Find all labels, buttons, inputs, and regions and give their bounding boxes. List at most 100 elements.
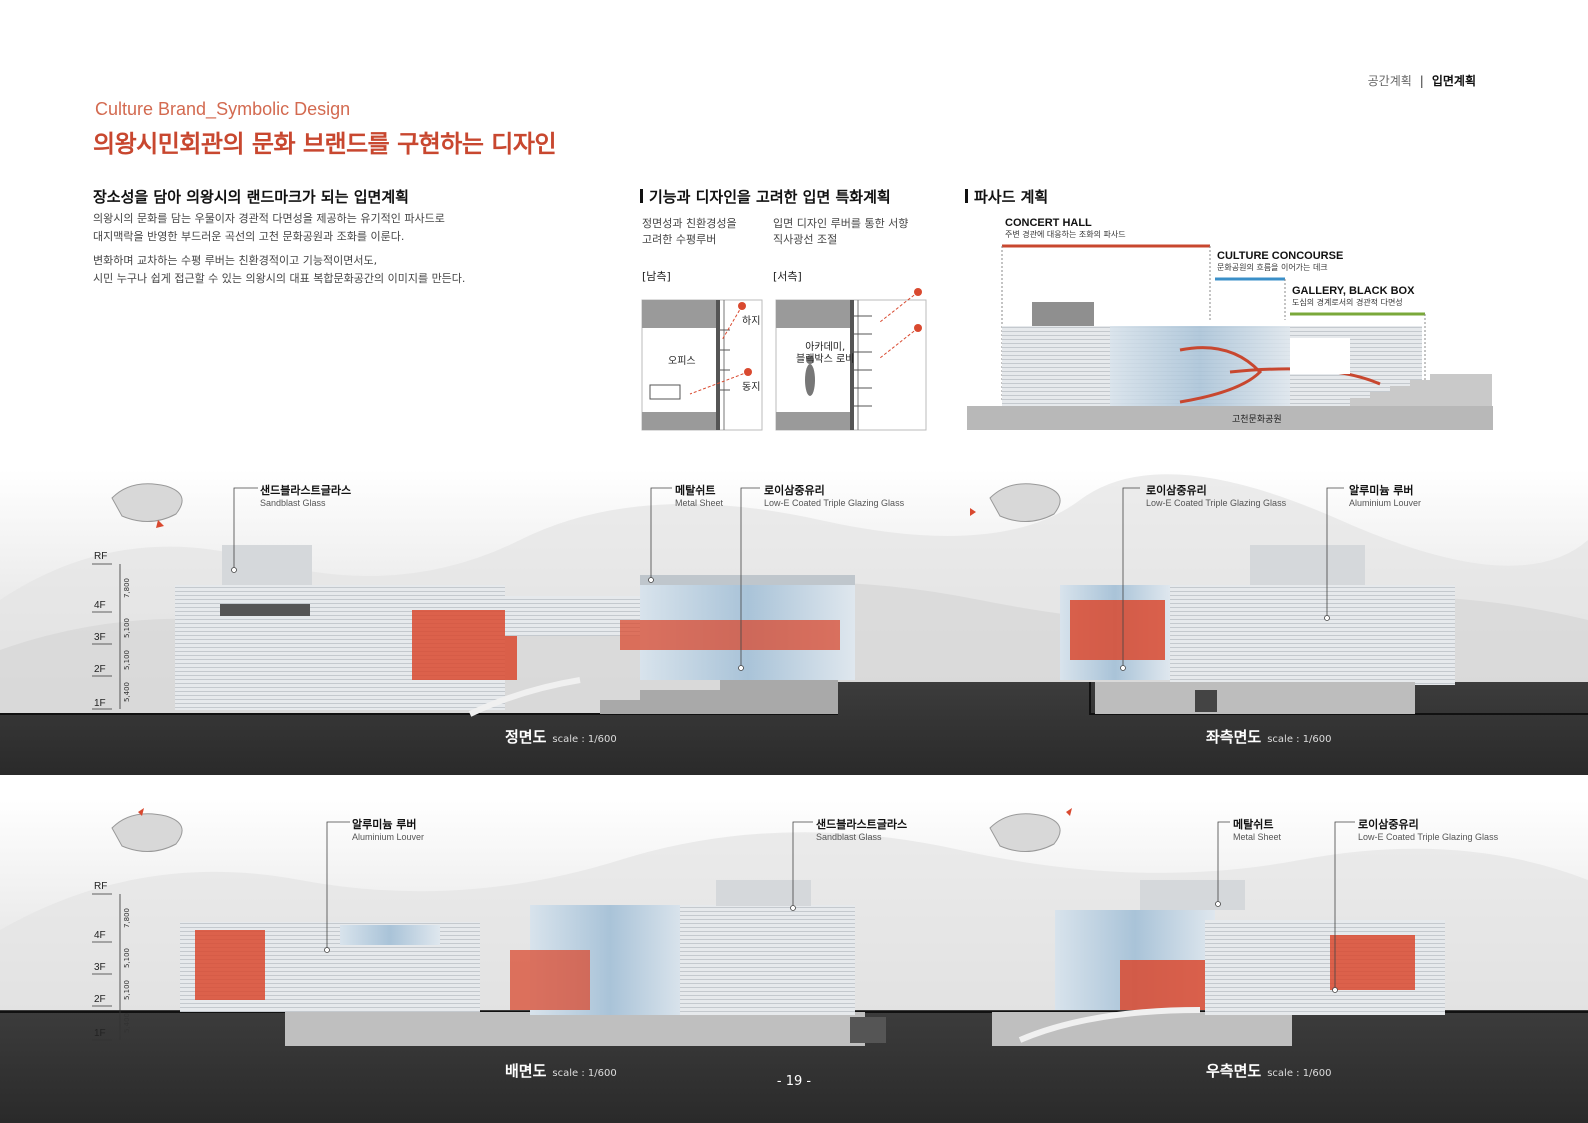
annotation-en: Low-E Coated Triple Glazing Glass (764, 498, 905, 508)
lower-elevation-band (0, 800, 1588, 1123)
function-col2-line: 입면 디자인 루버를 통한 서향 (773, 217, 909, 230)
academy-lobby-line: 블랙박스 로비 (796, 354, 855, 365)
floor-dimension: 5,100 (123, 618, 131, 639)
page-number: - 19 - (776, 1074, 812, 1089)
heading-bar (640, 189, 643, 203)
floor-label-2f: 2F (94, 994, 106, 1005)
breadcrumb: 공간계획 | 입면계획 (1368, 72, 1476, 89)
elevation-scale: scale : 1/600 (1267, 1068, 1332, 1079)
annotation-aluminium-louver: 알루미늄 루버 Aluminium Louver (1349, 482, 1421, 508)
breadcrumb-current: 입면계획 (1431, 74, 1476, 88)
annotation-ko: 알루미늄 루버 (352, 818, 417, 831)
office-label: 오피스 (668, 356, 696, 367)
intro-line: 의왕시의 문화를 담는 우물이자 경관적 다면성을 제공하는 유기적인 파사드로 (93, 212, 445, 225)
intro-line: 시민 누구나 쉽게 접근할 수 있는 의왕시의 대표 복합문화공간의 이미지를 … (93, 272, 466, 285)
facade-heading-text: 파사드 계획 (974, 188, 1049, 206)
function-col1: 정면성과 친환경성을 고려한 수평루버 (642, 216, 737, 248)
key-plan-icons (111, 483, 1061, 852)
floor-label-4f: 4F (94, 600, 106, 611)
annotation-ko: 샌드블라스트글라스 (816, 818, 908, 831)
floor-label-rf: RF (94, 881, 108, 892)
callout-title: GALLERY, BLACK BOX (1292, 285, 1415, 297)
annotation-triple-glazing: 로이삼중유리 Low-E Coated Triple Glazing Glass (1146, 482, 1286, 508)
upper-elevation-band (0, 470, 1588, 775)
floor-label-rf: RF (94, 551, 108, 562)
west-label: [서측] (773, 270, 802, 283)
facade-heading: 파사드 계획 (965, 186, 1048, 207)
page-subtitle: Culture Brand_Symbolic Design (95, 99, 351, 119)
function-heading: 기능과 디자인을 고려한 입면 특화계획 (640, 186, 891, 207)
west-louver-diagram (775, 288, 927, 431)
elevation-title-left: 좌측면도 scale : 1/600 (1206, 726, 1332, 747)
floor-dimension: 5,100 (123, 650, 131, 671)
annotation-ko: 메탈쉬트 (1233, 818, 1274, 831)
floor-label-1f: 1F (94, 698, 106, 709)
intro-text: 의왕시의 문화를 담는 우물이자 경관적 다면성을 제공하는 유기적인 파사드로… (93, 210, 465, 288)
annotation-triple-glazing: 로이삼중유리 Low-E Coated Triple Glazing Glass (764, 482, 904, 508)
elevation-name: 우측면도 (1206, 1062, 1262, 1080)
function-col2-line: 직사광선 조절 (773, 233, 838, 246)
annotation-sandblast-glass: 샌드블라스트글라스 Sandblast Glass (260, 482, 351, 508)
winter-solstice-label: 동지 (742, 382, 761, 393)
elevation-title-rear: 배면도 scale : 1/600 (505, 1060, 617, 1081)
callout-gallery-black-box: GALLERY, BLACK BOX 도심의 경계로서의 경관적 다면성 (1292, 285, 1414, 308)
floor-label-3f: 3F (94, 962, 106, 973)
annotation-en: Low-E Coated Triple Glazing Glass (1146, 498, 1287, 508)
callout-desc: 문화공원의 흐름을 이어가는 데크 (1217, 263, 1328, 272)
callout-title: CONCERT HALL (1005, 217, 1092, 229)
facade-section-diagram (967, 244, 1493, 430)
intro-line: 대지맥락을 반영한 부드러운 곡선의 고천 문화공원과 조화를 이룬다. (93, 230, 405, 243)
callout-desc: 도심의 경계로서의 경관적 다면성 (1292, 298, 1403, 307)
academy-lobby-label: 아카데미, 블랙박스 로비 (796, 342, 854, 366)
heading-bar (965, 189, 968, 203)
floor-dimension: 5,100 (123, 980, 131, 1001)
annotation-en: Metal Sheet (1233, 832, 1282, 842)
annotation-ko: 로이삼중유리 (764, 484, 825, 497)
annotation-ko: 알루미늄 루버 (1349, 484, 1414, 497)
elevation-title-right: 우측면도 scale : 1/600 (1206, 1060, 1332, 1081)
floor-label-3f: 3F (94, 632, 106, 643)
summer-solstice-label: 하지 (742, 316, 761, 327)
function-col2: 입면 디자인 루버를 통한 서향 직사광선 조절 (773, 216, 908, 248)
floor-dimension: 7,800 (123, 908, 131, 929)
elevation-name: 좌측면도 (1206, 728, 1262, 746)
annotation-triple-glazing: 로이삼중유리 Low-E Coated Triple Glazing Glass (1358, 816, 1498, 842)
elevation-name: 배면도 (505, 1062, 547, 1080)
annotation-en: Sandblast Glass (816, 832, 882, 842)
academy-lobby-line: 아카데미, (805, 342, 846, 353)
ground-label: 고천문화공원 (1232, 415, 1282, 425)
floor-dimension: 5,400 (123, 682, 131, 703)
elevation-scale: scale : 1/600 (1267, 734, 1332, 745)
elevation-name: 정면도 (505, 728, 547, 746)
callout-concert-hall: CONCERT HALL 주변 경관에 대응하는 조화의 파사드 (1005, 217, 1126, 240)
annotation-en: Sandblast Glass (260, 498, 326, 508)
elevation-scale: scale : 1/600 (552, 734, 617, 745)
annotation-ko: 샌드블라스트글라스 (260, 484, 352, 497)
callout-desc: 주변 경관에 대응하는 조화의 파사드 (1005, 230, 1126, 239)
breadcrumb-separator: | (1419, 74, 1424, 88)
floor-label-4f: 4F (94, 930, 106, 941)
south-louver-diagram (641, 299, 763, 431)
annotation-en: Aluminium Louver (352, 832, 425, 842)
function-heading-text: 기능과 디자인을 고려한 입면 특화계획 (649, 188, 891, 206)
annotation-metal-sheet: 메탈쉬트 Metal Sheet (1233, 816, 1281, 842)
annotation-ko: 메탈쉬트 (675, 484, 716, 497)
annotation-ko: 로이삼중유리 (1358, 818, 1419, 831)
floor-dimension: 5,100 (123, 948, 131, 969)
function-col1-line: 고려한 수평루버 (642, 233, 717, 246)
page-title: 의왕시민회관의 문화 브랜드를 구현하는 디자인 (93, 130, 557, 158)
floor-label-2f: 2F (94, 664, 106, 675)
callout-culture-concourse: CULTURE CONCOURSE 문화공원의 흐름을 이어가는 데크 (1217, 250, 1343, 273)
annotation-en: Low-E Coated Triple Glazing Glass (1358, 832, 1499, 842)
breadcrumb-section[interactable]: 공간계획 (1367, 74, 1412, 88)
elevation-scale: scale : 1/600 (552, 1068, 617, 1079)
function-col1-line: 정면성과 친환경성을 (642, 217, 737, 230)
annotation-aluminium-louver: 알루미늄 루버 Aluminium Louver (352, 816, 424, 842)
floor-dimension: 5,400 (123, 1013, 131, 1034)
annotation-en: Aluminium Louver (1349, 498, 1422, 508)
annotation-en: Metal Sheet (675, 498, 724, 508)
intro-heading: 장소성을 담아 의왕시의 랜드마크가 되는 입면계획 (93, 188, 409, 206)
annotation-sandblast-glass: 샌드블라스트글라스 Sandblast Glass (816, 816, 907, 842)
annotation-metal-sheet: 메탈쉬트 Metal Sheet (675, 482, 723, 508)
